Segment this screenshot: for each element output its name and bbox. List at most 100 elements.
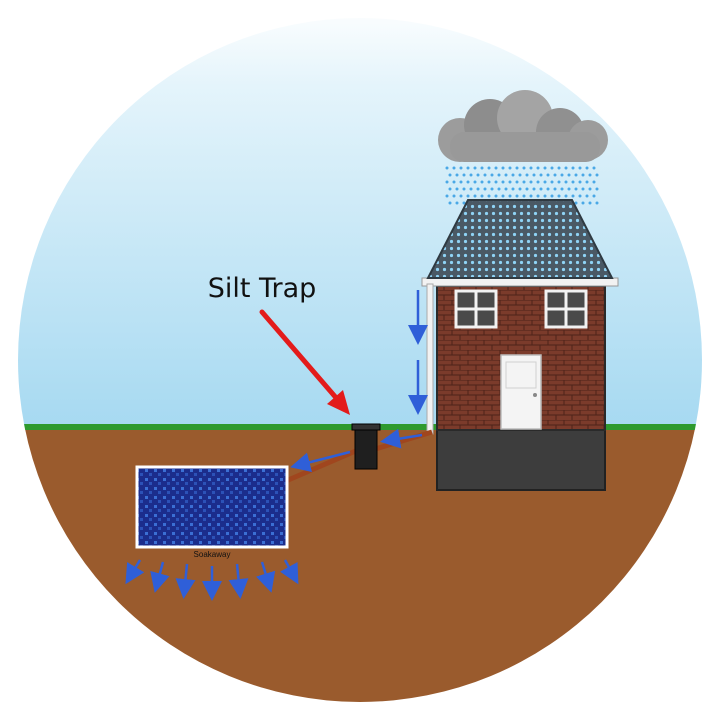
rain-drop (557, 180, 561, 184)
rain-drop (511, 187, 515, 191)
rain-drop (543, 180, 547, 184)
rain-drop (529, 194, 533, 198)
rain-drop (466, 166, 470, 170)
rain-drop (483, 187, 487, 191)
rain-drop (480, 166, 484, 170)
rain-drop (529, 166, 533, 170)
rain-drop (525, 187, 529, 191)
rain-drop (592, 194, 596, 198)
rain-drop (592, 180, 596, 184)
rain-drop (532, 187, 536, 191)
rain-drop (574, 201, 578, 205)
downpipe (426, 283, 434, 435)
rain-drop (515, 194, 519, 198)
rain-drop (452, 166, 456, 170)
rain-drop (581, 173, 585, 177)
rain-drop (536, 194, 540, 198)
rain-drop (557, 166, 561, 170)
rain-drop (501, 194, 505, 198)
rain-drop (595, 201, 599, 205)
rain-drop (497, 187, 501, 191)
rain-drop (504, 187, 508, 191)
rain-drop (490, 173, 494, 177)
rain-drop (445, 194, 449, 198)
rain-drop (469, 187, 473, 191)
rain-drop (522, 166, 526, 170)
rain-drop (508, 194, 512, 198)
blue-arrow-icon (256, 561, 276, 593)
rain-drop (588, 173, 592, 177)
rain-drop (553, 187, 557, 191)
rain-drop (445, 180, 449, 184)
rain-drop (595, 187, 599, 191)
soakaway-crate (135, 465, 289, 549)
window-left (454, 289, 498, 329)
rain-drop (592, 166, 596, 170)
blue-arrow-icon (280, 559, 299, 585)
rain-drop (522, 180, 526, 184)
rain-drop (515, 166, 519, 170)
rain-drop (550, 194, 554, 198)
rain-drop (459, 180, 463, 184)
rain-drop (455, 201, 459, 205)
rain-drop (487, 194, 491, 198)
rain-drop (476, 187, 480, 191)
rain-drop (550, 166, 554, 170)
blue-arrow-icon (290, 450, 351, 472)
rain-drop (487, 180, 491, 184)
rain-drop (550, 180, 554, 184)
rain-drop (466, 194, 470, 198)
rain-drop (501, 166, 505, 170)
rain-drop (560, 187, 564, 191)
rain-drop (595, 173, 599, 177)
rain-drop (539, 187, 543, 191)
rain-drop (553, 173, 557, 177)
rain-drop (494, 166, 498, 170)
rain-drop (445, 166, 449, 170)
rain-drop (571, 194, 575, 198)
rain-drop (546, 187, 550, 191)
rain-drop (448, 173, 452, 177)
rain-drop (466, 180, 470, 184)
rain-drop (564, 194, 568, 198)
rain-drop (455, 187, 459, 191)
rain-drop (585, 180, 589, 184)
rain-drop (536, 180, 540, 184)
door (500, 354, 542, 430)
rain-drop (473, 194, 477, 198)
rain-drop (504, 173, 508, 177)
rain-drop (571, 180, 575, 184)
house-foundation (436, 429, 606, 491)
rain-drop (473, 166, 477, 170)
rain-drop (578, 194, 582, 198)
rain-drop (462, 201, 466, 205)
rain-drop (473, 180, 477, 184)
rain-drop (469, 173, 473, 177)
rain-drop (518, 173, 522, 177)
blue-arrow-icon (125, 559, 145, 585)
rain-drop (546, 173, 550, 177)
rain-drop (480, 194, 484, 198)
rain-drop (522, 194, 526, 198)
rain-drop (476, 173, 480, 177)
cloud-icon (438, 90, 608, 162)
rain-drop (543, 166, 547, 170)
rain-drop (557, 194, 561, 198)
rain-drop (564, 180, 568, 184)
rain-drop (581, 201, 585, 205)
rain-drop (567, 187, 571, 191)
blue-arrow-icon (150, 561, 170, 593)
rain-drop (487, 166, 491, 170)
rain-drop (529, 180, 533, 184)
rain-drop (459, 166, 463, 170)
rain-drop (581, 187, 585, 191)
ground (18, 428, 702, 702)
rain-drop (532, 173, 536, 177)
outflow-arrows (125, 559, 299, 601)
rain-drop (564, 166, 568, 170)
rain-drop (574, 173, 578, 177)
rain-drop (501, 180, 505, 184)
gutter (421, 277, 619, 287)
rain-drop (462, 187, 466, 191)
